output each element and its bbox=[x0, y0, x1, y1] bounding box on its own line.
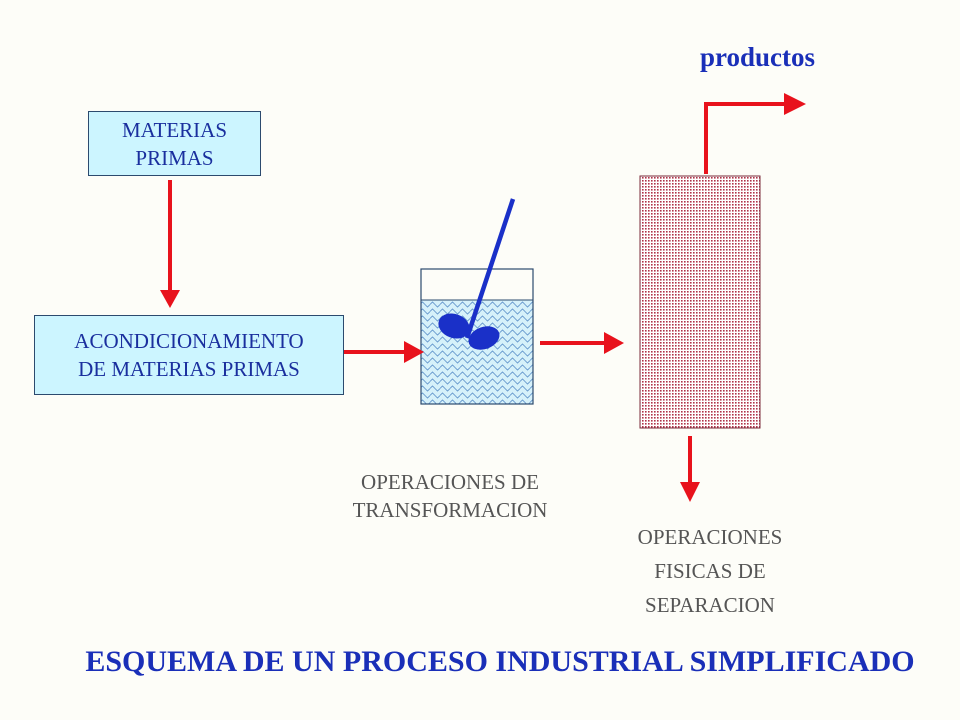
products-label: productos bbox=[700, 42, 816, 72]
separation-line-3: SEPARACION bbox=[645, 593, 775, 617]
raw-materials-line-1: MATERIAS bbox=[121, 117, 227, 142]
reactor-tank bbox=[420, 268, 534, 405]
transformation-label: OPERACIONES DE TRANSFORMACION bbox=[320, 468, 580, 524]
arrow-products bbox=[704, 102, 786, 174]
conditioning-line-1: ACONDICIONAMIENTO bbox=[74, 329, 304, 353]
diagram-title: ESQUEMA DE UN PROCESO INDUSTRIAL SIMPLIF… bbox=[85, 645, 915, 678]
separation-label: OPERACIONES FISICAS DE SEPARACION bbox=[600, 520, 820, 622]
stirrer bbox=[438, 198, 516, 350]
separation-line-1: OPERACIONES bbox=[637, 525, 783, 549]
transformation-line-1: OPERACIONES DE bbox=[361, 470, 539, 494]
raw-materials-line-2: PRIMAS bbox=[135, 145, 214, 170]
conditioning-line-2: DE MATERIAS PRIMAS bbox=[78, 357, 300, 381]
separation-line-2: FISICAS DE bbox=[654, 559, 766, 583]
raw-materials-box: MATERIAS PRIMAS bbox=[88, 111, 261, 176]
transformation-line-2: TRANSFORMACION bbox=[352, 498, 548, 522]
conditioning-box: ACONDICIONAMIENTO DE MATERIAS PRIMAS bbox=[34, 315, 344, 395]
separation-column bbox=[639, 175, 761, 429]
